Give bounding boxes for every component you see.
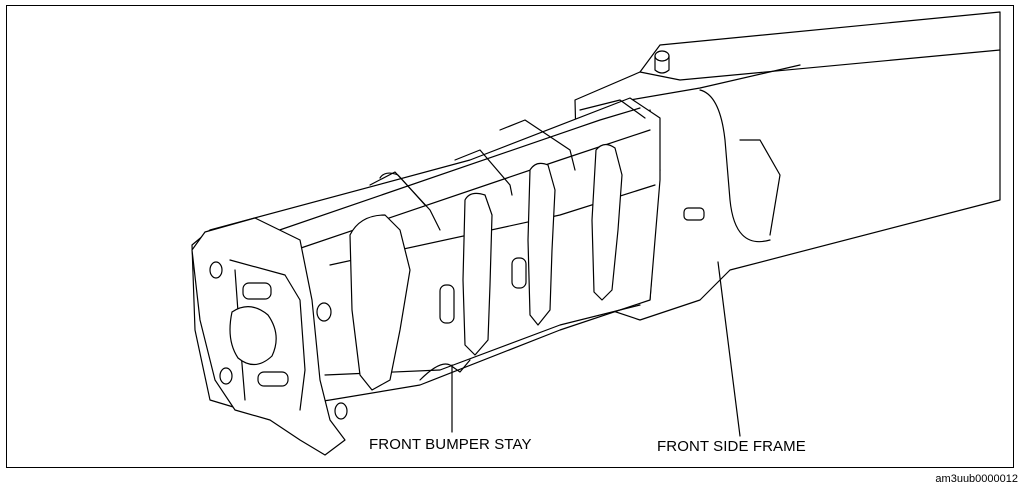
leader-line-side-frame <box>717 261 741 437</box>
label-front-side-frame: FRONT SIDE FRAME <box>657 438 806 455</box>
label-front-bumper-stay: FRONT BUMPER STAY <box>369 436 532 453</box>
diagram-frame <box>6 5 1014 468</box>
front-side-frame-part <box>574 11 1001 321</box>
front-bumper-stay-part <box>191 97 661 456</box>
figure-code: am3uub0000012 <box>935 473 1018 485</box>
